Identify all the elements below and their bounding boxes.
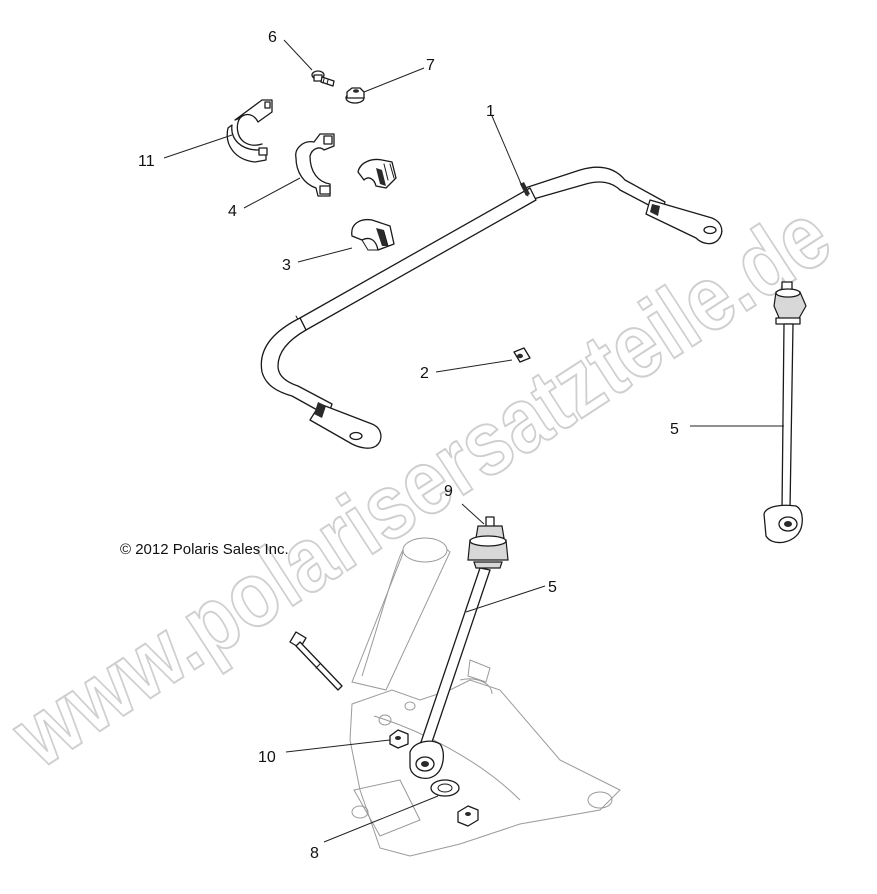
callout-7: 7 <box>426 57 435 74</box>
leader-lines <box>163 39 784 843</box>
part-10-nut <box>389 729 409 749</box>
part-1-sway-bar <box>260 166 723 449</box>
part-7-nut <box>345 87 365 104</box>
callout-11: 11 <box>138 153 155 170</box>
callout-6: 6 <box>268 29 277 46</box>
callout-9: 9 <box>444 483 453 500</box>
part-9-bushing <box>467 516 509 569</box>
bushing-upper <box>357 158 397 189</box>
part-5-link-right <box>763 281 807 544</box>
lower-a-arm-assembly <box>289 516 621 857</box>
part-8-washer <box>430 779 479 827</box>
part-3-bushing <box>351 218 395 251</box>
copyright-text: © 2012 Polaris Sales Inc. <box>120 541 289 558</box>
part-2-fitting <box>513 347 531 363</box>
part-6-bolt <box>311 70 335 87</box>
callout-5-right: 5 <box>670 421 679 438</box>
callout-4: 4 <box>228 203 237 220</box>
watermark-text: www.polarisersatzteile.de <box>0 184 848 787</box>
callout-8: 8 <box>310 845 319 862</box>
callout-5-lower: 5 <box>548 579 557 596</box>
callout-2: 2 <box>420 365 429 382</box>
callouts: 6 7 11 4 3 1 2 5 9 5 10 8 <box>138 29 679 862</box>
part-4-clamp <box>295 133 335 197</box>
part-11-bracket <box>226 99 273 163</box>
callout-3: 3 <box>282 257 291 274</box>
callout-1: 1 <box>486 103 495 120</box>
callout-10: 10 <box>258 749 276 766</box>
